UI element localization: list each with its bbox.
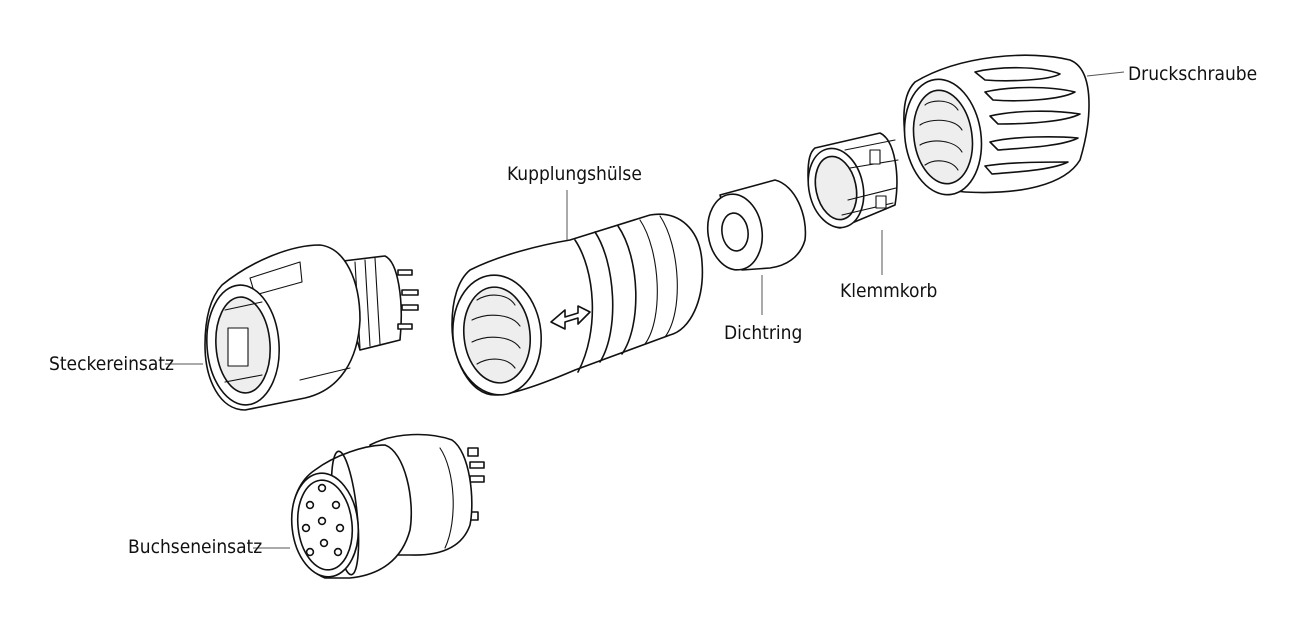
part-kupplungshuelse: [451, 213, 704, 396]
label-kupplungshuelse: Kupplungshülse: [507, 163, 642, 185]
part-druckschraube: [903, 54, 1090, 196]
leader-lines: [165, 71, 1125, 549]
label-steckereinsatz: Steckereinsatz: [49, 353, 174, 375]
label-klemmkorb: Klemmkorb: [840, 280, 937, 302]
part-klemmkorb: [807, 132, 899, 229]
label-dichtring: Dichtring: [724, 322, 802, 344]
part-dichtring: [706, 179, 807, 271]
label-buchseneinsatz: Buchseneinsatz: [128, 536, 262, 558]
part-buchseneinsatz: [290, 433, 485, 579]
label-druckschraube: Druckschraube: [1128, 63, 1257, 85]
part-steckereinsatz: [204, 244, 419, 411]
leader-druckschraube: [1086, 71, 1125, 77]
